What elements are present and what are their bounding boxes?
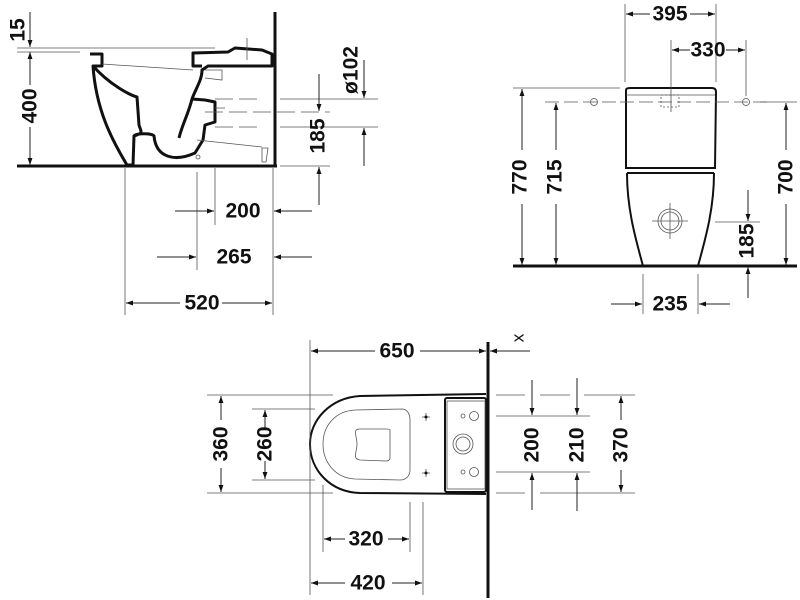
dim-210-top: 210 [566, 427, 589, 462]
dim-base-width: 235 [652, 293, 687, 316]
dim-420: 420 [350, 572, 385, 595]
front-view: 395 330 770 715 700 185 235 [509, 3, 798, 316]
dim-height: 400 [19, 88, 42, 123]
dim-hole-height-right: 700 [775, 159, 798, 194]
side-view: 15 400 ø102 185 200 265 520 [7, 12, 378, 315]
dim-320: 320 [348, 528, 383, 551]
dim-wall-gap: x [508, 333, 527, 342]
dim-outlet-height: 185 [307, 118, 330, 153]
dim-370-top: 370 [610, 427, 633, 462]
pedestal-outline [626, 172, 715, 267]
dim-tank-width: 395 [652, 3, 687, 26]
dim-hole-spacing: 330 [690, 39, 725, 62]
dim-rim-offset: 15 [7, 18, 30, 42]
dim-200-side: 200 [225, 200, 260, 223]
dim-length: 650 [379, 340, 414, 363]
seat-opening [322, 408, 411, 481]
dim-outlet-diameter: ø102 [340, 46, 363, 94]
dim-200-top: 200 [521, 427, 544, 462]
flush-opening [452, 433, 474, 455]
dim-seat-width: 260 [254, 426, 277, 461]
dim-total-height: 770 [509, 159, 532, 194]
dim-hole-height-left: 715 [544, 159, 567, 194]
flush-button [660, 94, 680, 108]
dim-depth: 520 [184, 292, 219, 315]
dim-265-side: 265 [216, 246, 251, 269]
dim-outlet-height-front: 185 [736, 223, 759, 258]
dim-width: 360 [210, 426, 233, 461]
cistern-top [444, 397, 487, 493]
toilet-side-profile [90, 46, 274, 167]
cistern-outline [625, 87, 718, 169]
top-view: 650 x 360 260 320 420 200 210 370 [207, 333, 635, 598]
